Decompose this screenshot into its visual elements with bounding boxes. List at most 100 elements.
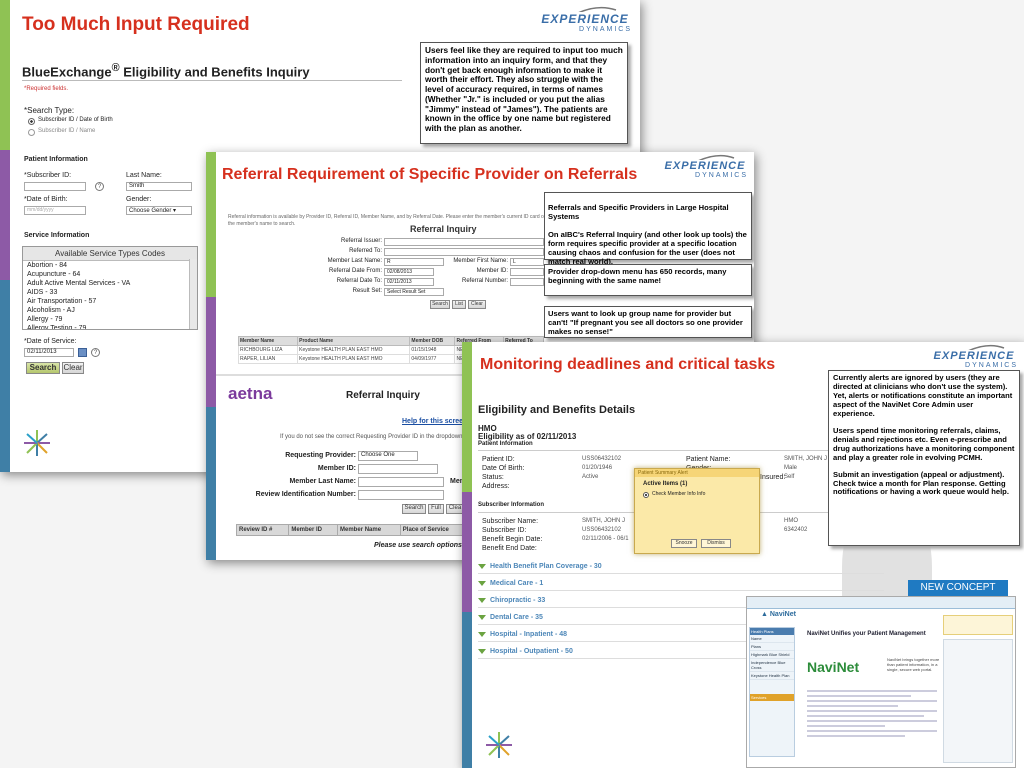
divider	[22, 80, 402, 81]
referral-date-from-input[interactable]: 02/08/2013	[384, 268, 434, 276]
navinet-header-logo: ▲ NaviNet	[761, 611, 796, 618]
service-info-heading: Service Information	[24, 232, 90, 239]
navinet-sidebar-item[interactable]: Highmark Blue Shield	[750, 651, 794, 659]
service-types-header: Available Service Types Codes	[23, 247, 197, 261]
help-link[interactable]: Help for this screen	[402, 418, 468, 425]
aetna-instruction: If you do not see the correct Requesting…	[280, 434, 463, 440]
callout-text: Users feel like they are required to inp…	[425, 45, 623, 134]
referred-to-input[interactable]	[384, 248, 544, 256]
dos-input[interactable]: 02/11/2013	[24, 348, 74, 357]
accordion-item[interactable]: Medical Care - 1	[478, 577, 884, 591]
dismiss-button[interactable]: Dismiss	[701, 539, 731, 548]
aetna-table-message: Please use search options	[374, 542, 462, 549]
callout-text: Referrals and Specific Providers in Larg…	[548, 202, 747, 266]
navinet-sidebar-heading: Health Plans	[750, 628, 794, 635]
starburst-icon	[24, 430, 50, 456]
member-last-name-input[interactable]: R	[384, 258, 444, 266]
list-button[interactable]: List	[452, 300, 466, 309]
table-header-cell[interactable]: Place of Service	[399, 524, 471, 536]
clear-button[interactable]: Clear	[468, 300, 486, 309]
plan-code-value: HMO	[784, 518, 798, 524]
member-first-name-input[interactable]: L	[510, 258, 544, 266]
callout-text: Provider drop-down menu has 650 records,…	[548, 267, 727, 285]
service-type-option[interactable]: Alcoholism - AJ	[27, 307, 75, 314]
service-type-option[interactable]: Abortion - 84	[27, 262, 68, 269]
slide-stripe-green	[206, 152, 216, 297]
table-header-cell[interactable]: Member Name	[337, 524, 401, 536]
referral-issuer-input[interactable]	[384, 238, 544, 246]
referral-date-to-input[interactable]: 02/11/2013	[384, 278, 434, 286]
help-icon[interactable]: ?	[91, 348, 100, 357]
member-first-name-label: Member First Name:	[453, 258, 508, 264]
experience-dynamics-logo: EXPERIENCE DYNAMICS	[930, 344, 1018, 369]
navinet-topbar	[747, 597, 1015, 609]
callout-group-name: Users want to look up group name for pro…	[544, 306, 752, 338]
navinet-sidebar-item[interactable]: Keystone Health Plan	[750, 672, 794, 680]
search-button[interactable]: Search	[430, 300, 450, 309]
service-type-option[interactable]: Acupuncture - 64	[27, 271, 81, 278]
service-type-option[interactable]: Air Transportation - 57	[27, 298, 97, 305]
table-cell: Keystone HEALTH PLAN EAST HMO	[297, 354, 411, 364]
referral-date-to-label: Referral Date To:	[336, 278, 382, 284]
radio-subscriber-name[interactable]	[28, 129, 35, 136]
search-type-label: *Search Type:	[24, 106, 75, 115]
subscriber-id-value: USS06432102	[582, 527, 622, 533]
help-icon[interactable]: ?	[95, 182, 104, 191]
last-name-input[interactable]: Smith	[126, 182, 192, 191]
calendar-icon[interactable]	[78, 348, 87, 357]
member-id-input[interactable]	[510, 268, 544, 276]
navinet-alert-banner[interactable]	[943, 615, 1013, 635]
service-type-option[interactable]: Adult Active Mental Services - VA	[27, 280, 131, 287]
patient-alert-popup[interactable]: Patient Summary Alert Active Items (1) C…	[634, 468, 760, 554]
service-type-option[interactable]: Allergy - 79	[27, 316, 63, 323]
referral-number-input[interactable]	[510, 278, 544, 286]
dob-input[interactable]: mm/dd/yyyy	[24, 206, 86, 215]
relationship-value: Self	[784, 474, 795, 480]
navinet-sidebar-item[interactable]: Name	[750, 635, 794, 643]
navinet-logo: NaviNet	[807, 659, 860, 675]
service-types-list[interactable]: Available Service Types Codes Abortion -…	[22, 246, 198, 330]
navinet-sidebar-item[interactable]: Independence Blue Cross	[750, 659, 794, 672]
dos-label: *Date of Service:	[24, 338, 77, 345]
table-header-cell[interactable]: Member Name	[237, 336, 299, 346]
service-type-option[interactable]: AIDS - 33	[27, 289, 58, 296]
aetna-search-button[interactable]: Search	[402, 504, 426, 514]
service-type-option[interactable]: Allergy Testing - 79	[27, 325, 87, 330]
referral-number-label: Referral Number:	[461, 278, 508, 284]
gender-select[interactable]: Choose Gender ▾	[126, 206, 192, 215]
navinet-sidebar-item[interactable]: Plans	[750, 643, 794, 651]
accordion-item[interactable]: Hospital - Inpatient - 48	[478, 628, 884, 642]
gender-label: Gender:	[126, 196, 152, 203]
table-header-cell[interactable]: Review ID #	[235, 524, 290, 536]
search-button[interactable]: Search	[26, 362, 60, 374]
accordion-item[interactable]: Hospital - Outpatient - 50	[478, 645, 884, 659]
required-note: *Required fields.	[24, 86, 69, 92]
clear-button[interactable]: Clear	[62, 362, 84, 374]
subscriber-id-input[interactable]	[24, 182, 86, 191]
aetna-full-button[interactable]: Full	[428, 504, 444, 514]
table-header-cell[interactable]: Member ID	[288, 524, 339, 536]
table-header-cell[interactable]: Product Name	[297, 336, 411, 346]
requesting-provider-select[interactable]: Choose One	[358, 451, 418, 461]
snooze-button[interactable]: Snooze	[671, 539, 697, 548]
accordion-item[interactable]: Dental Care - 35	[478, 611, 884, 625]
result-set-select[interactable]: Select Result Set	[384, 288, 444, 296]
review-id-input[interactable]	[358, 490, 444, 500]
expand-triangle-icon	[478, 648, 486, 654]
table-cell: 01/15/1948	[409, 345, 456, 355]
popup-radio[interactable]	[643, 492, 649, 498]
aetna-member-id-input[interactable]	[358, 464, 438, 474]
accordion-item[interactable]: Chiropractic - 33	[478, 594, 884, 608]
callout-alerts: Currently alerts are ignored by users (t…	[828, 370, 1020, 546]
accordion-item[interactable]: Health Benefit Plan Coverage - 30	[478, 560, 884, 574]
table-header-cell[interactable]: Member DOB	[409, 336, 456, 346]
expand-triangle-icon	[478, 563, 486, 569]
patient-info-heading: Patient Information	[24, 156, 88, 163]
callout-too-much-input: Users feel like they are required to inp…	[420, 42, 628, 144]
logo-sub-text: DYNAMICS	[579, 26, 632, 33]
aetna-member-last-input[interactable]	[358, 477, 444, 487]
radio-subscriber-dob[interactable]	[28, 118, 35, 125]
expand-triangle-icon	[478, 631, 486, 637]
list-scrollbar[interactable]	[189, 259, 197, 329]
accordion-label: Dental Care - 35	[490, 614, 543, 621]
